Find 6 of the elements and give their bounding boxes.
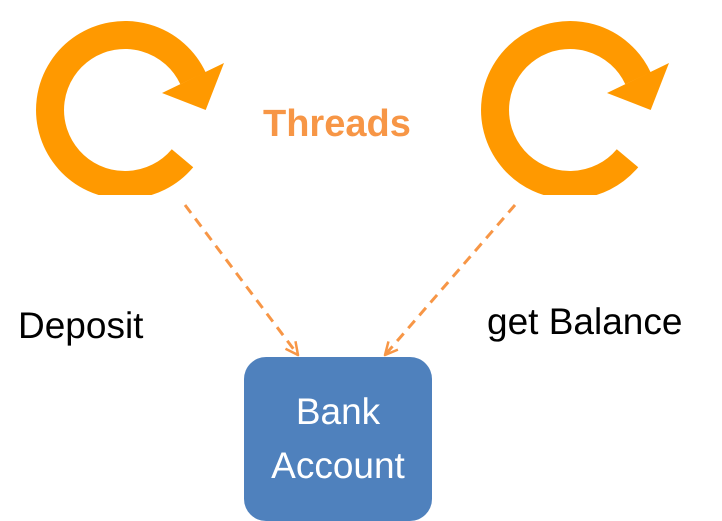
action-label: get Balance [487, 300, 682, 344]
dashed-arrow [384, 204, 516, 356]
dashed-arrow [184, 204, 300, 356]
rounded-box: Bank Account [244, 357, 432, 521]
title-label: Threads [263, 102, 411, 147]
action-label: Deposit [18, 304, 144, 348]
